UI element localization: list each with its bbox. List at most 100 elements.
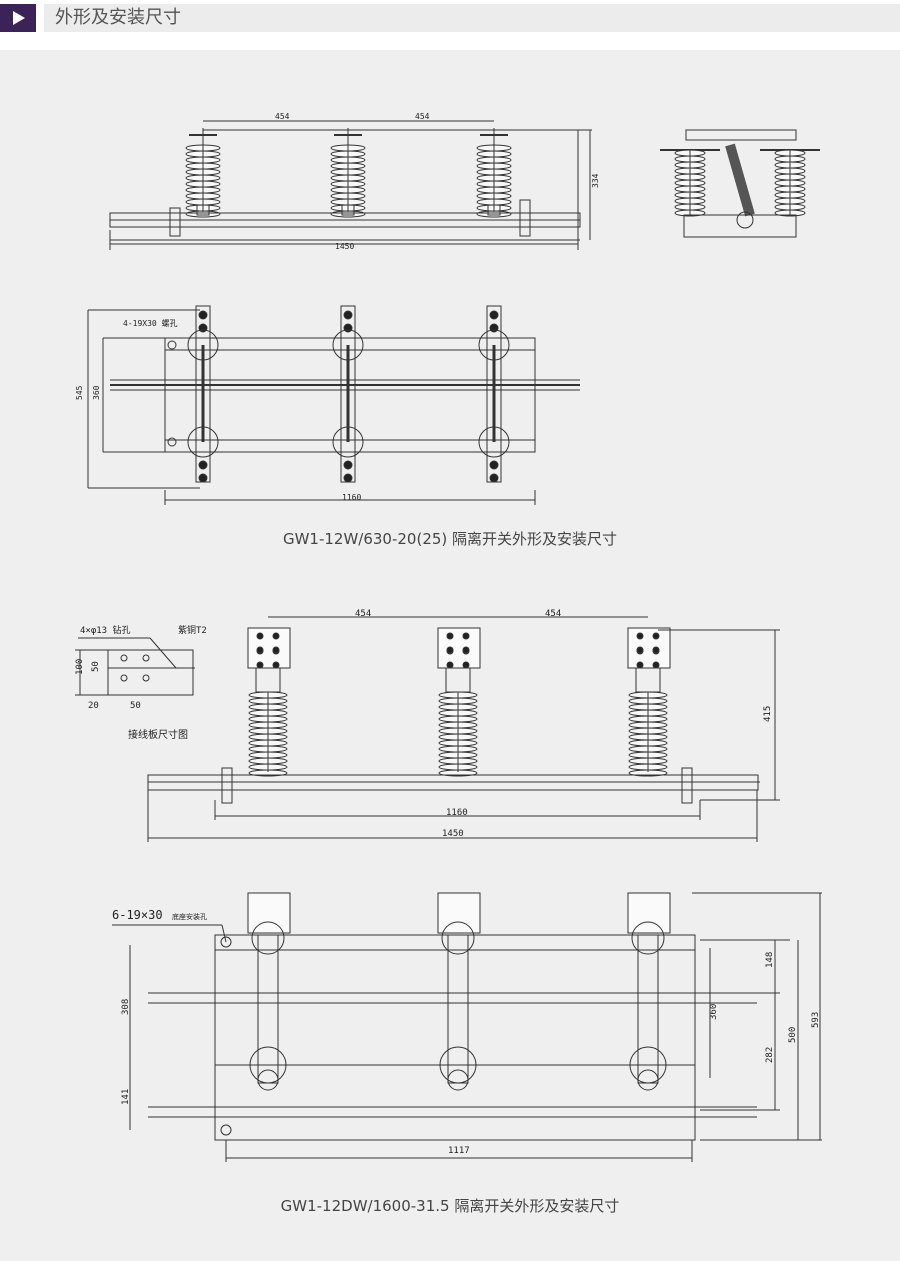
frame [247,892,291,934]
circle [198,473,208,483]
dim-454-c: 454 [355,609,371,619]
frame [685,129,797,141]
line [149,637,177,669]
circle [489,323,499,333]
frame [169,207,181,237]
terminal-hole-note: 4×φ13 钻孔 [80,624,131,636]
circle [167,437,177,447]
dim-454-a: 454 [275,112,290,121]
dim-50h: 50 [130,701,141,711]
circle [272,646,280,654]
dim-1450: 1450 [335,242,354,251]
hole-note-b-small: 底座安装孔 [172,912,207,921]
frame [257,934,279,1084]
hole-note-b: 6-19×30 [112,908,163,922]
dim-282: 282 [765,1047,775,1063]
circle [120,674,128,682]
circle [220,1124,232,1136]
circle [446,632,454,640]
header-bar [44,4,900,32]
frame [437,627,481,669]
drawing1-side-view [109,120,592,250]
circle [343,460,353,470]
circle [343,323,353,333]
section-title: 外形及安装尺寸 [55,7,181,28]
frame [627,892,671,934]
dim-415: 415 [763,706,773,722]
frame [487,204,501,216]
circle [198,460,208,470]
circle [489,310,499,320]
frame [445,667,471,693]
terminal-material: 紫铜T2 [178,624,207,636]
dim-1160b: 1160 [446,808,468,818]
circle [220,936,232,948]
frame [196,204,210,216]
circle [251,921,285,955]
circle [256,646,264,654]
frame [214,934,696,1141]
circle [462,661,470,669]
circle [256,632,264,640]
frame [681,767,693,804]
hole-note: 4-19X30 螺孔 [123,318,178,328]
circle [343,473,353,483]
circle [631,921,665,955]
frame [341,204,355,216]
frame [107,649,194,696]
circle [652,632,660,640]
dim-148: 148 [765,952,775,968]
frame [519,199,531,237]
frame [637,934,659,1084]
circle [446,646,454,654]
drawing2-front-view [147,616,780,842]
dim-1117: 1117 [448,1146,470,1156]
play-icon [0,4,36,32]
circle [489,473,499,483]
dim-334: 334 [591,173,600,188]
circle [441,921,475,955]
circle [637,1069,659,1091]
dim-141: 141 [121,1089,131,1105]
rotating-insulator [725,143,755,217]
frame [255,667,281,693]
frame [164,337,536,453]
dim-1160: 1160 [342,493,361,502]
circle [636,646,644,654]
dim-1450b: 1450 [442,829,464,839]
circle [257,1069,279,1091]
circle [636,632,644,640]
frame [247,627,291,669]
dim-100: 100 [75,659,85,675]
frame [447,934,469,1084]
frame [221,767,233,804]
drawing2-top-view [112,892,822,1162]
dim-454-b: 454 [415,112,430,121]
dim-454-d: 454 [545,609,561,619]
dim-593: 593 [811,1012,821,1028]
frame [635,667,661,693]
caption-1: GW1-12W/630-20(25) 隔离开关外形及安装尺寸 [282,530,618,548]
frame [437,892,481,934]
terminal-title: 接线板尺寸图 [128,728,188,741]
circle [142,674,150,682]
dim-545: 545 [75,385,84,400]
drawing1-end-view [660,129,820,238]
drawing1-top-view [87,305,580,505]
dim-360: 360 [92,385,101,400]
circle [198,323,208,333]
circle [652,646,660,654]
circle [489,460,499,470]
circle [142,654,150,662]
circle [652,661,660,669]
circle [120,654,128,662]
dim-20: 20 [88,701,99,711]
circle [462,632,470,640]
frame [627,627,671,669]
dim-308: 308 [121,999,131,1015]
circle [636,661,644,669]
circle [446,661,454,669]
circle [272,661,280,669]
line [221,924,227,943]
